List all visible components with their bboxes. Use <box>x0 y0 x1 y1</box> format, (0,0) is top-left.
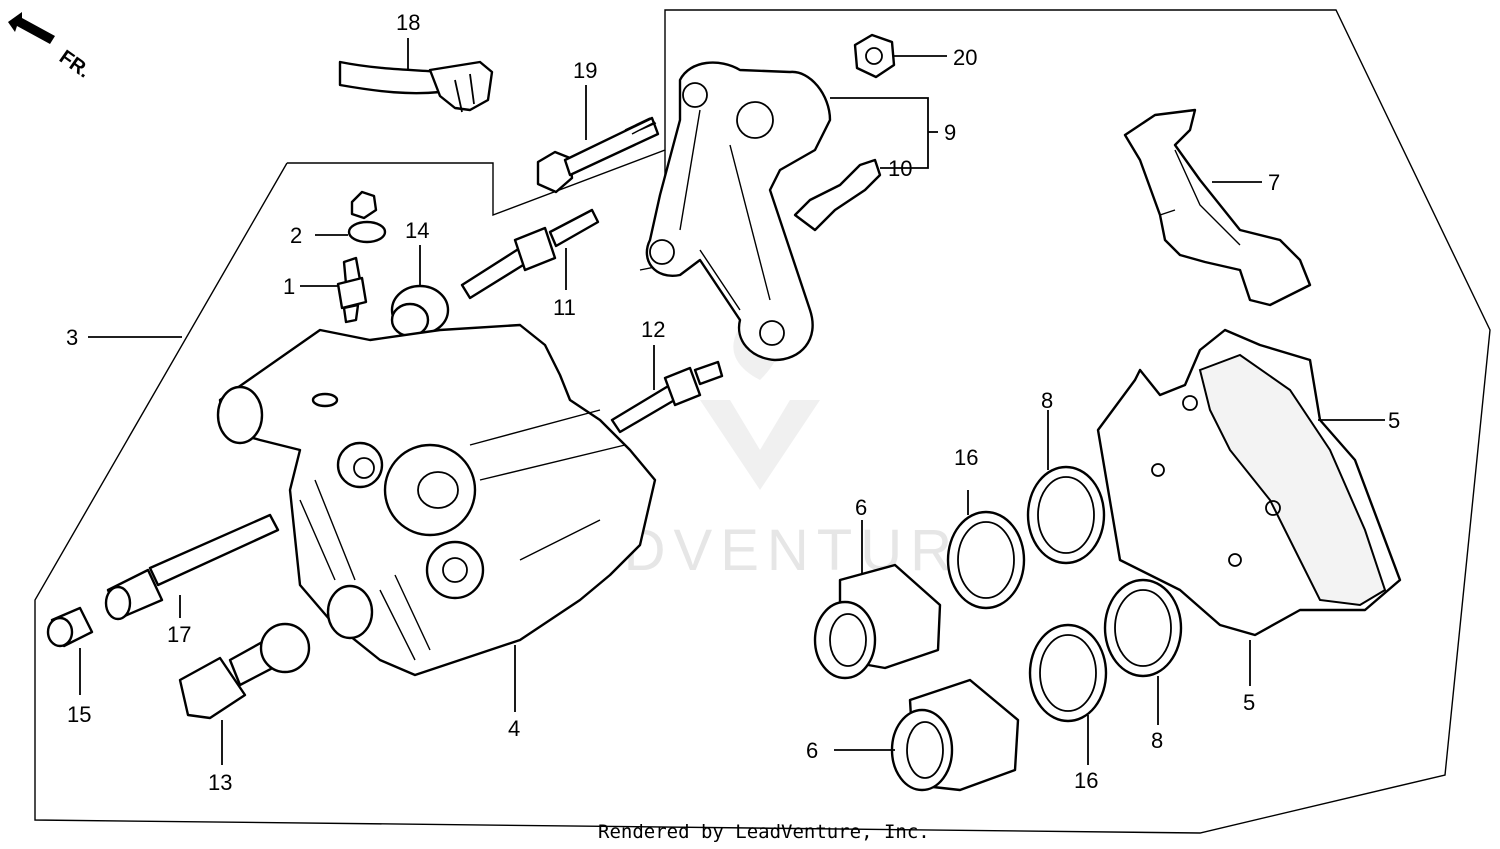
caliper-body-part <box>216 323 657 677</box>
piston-seal-16-lower <box>1028 623 1108 723</box>
plug-15-part <box>46 606 94 648</box>
callout-7: 7 <box>1268 170 1280 195</box>
leader-lines <box>79 38 1385 765</box>
callout-12: 12 <box>641 317 665 342</box>
callout-18: 18 <box>396 10 420 35</box>
callout-17: 17 <box>167 622 191 647</box>
pin-bolt-11-part <box>460 208 600 300</box>
bleeder-cap-2-part <box>347 190 387 244</box>
callout-14: 14 <box>405 218 429 243</box>
pad-spring-7-part <box>1123 108 1312 307</box>
callout-10: 10 <box>888 156 912 181</box>
nut-20-part <box>853 33 896 79</box>
callout-3: 3 <box>66 325 78 350</box>
callout-6a: 6 <box>855 495 867 520</box>
pin-bolt-12-part <box>610 360 724 434</box>
boot-14-part <box>390 284 450 338</box>
callout-13: 13 <box>208 770 232 795</box>
bolt-19-part <box>536 116 660 194</box>
assembly-outline-3 <box>34 9 1491 834</box>
dust-seal-8-upper <box>1026 465 1106 565</box>
front-direction-label: FR. <box>55 46 94 83</box>
callout-5b: 5 <box>1243 690 1255 715</box>
callout-19: 19 <box>573 58 597 83</box>
piston-seal-16-upper <box>946 510 1026 610</box>
render-credit: Rendered by LeadVenture, Inc. <box>598 821 930 843</box>
callout-16b: 16 <box>1074 768 1098 793</box>
callout-20: 20 <box>953 45 977 70</box>
callout-2: 2 <box>290 223 302 248</box>
callout-11: 11 <box>553 295 576 320</box>
callout-9: 9 <box>944 120 956 145</box>
hose-clip-part <box>338 60 494 113</box>
pad-clip-10-part <box>793 158 882 232</box>
callout-15: 15 <box>67 702 91 727</box>
bolt-13-part <box>178 622 311 720</box>
callout-8b: 8 <box>1151 728 1163 753</box>
callout-16a: 16 <box>954 445 978 470</box>
callouts: 18 19 20 9 10 7 2 14 1 11 12 3 8 5 16 6 … <box>66 10 1400 795</box>
guide-pin-17-part <box>104 513 280 621</box>
caliper-bracket-part <box>645 61 832 362</box>
bleeder-valve-1-part <box>336 256 368 324</box>
callout-8a: 8 <box>1041 388 1053 413</box>
piston-6-lower <box>890 678 1020 792</box>
dust-seal-8-lower <box>1103 578 1183 678</box>
front-arrow-icon: FR. <box>8 12 94 83</box>
callout-4: 4 <box>508 716 520 741</box>
callout-6b: 6 <box>806 738 818 763</box>
callout-5a: 5 <box>1388 408 1400 433</box>
callout-1: 1 <box>283 274 295 299</box>
piston-6-upper <box>813 563 942 680</box>
